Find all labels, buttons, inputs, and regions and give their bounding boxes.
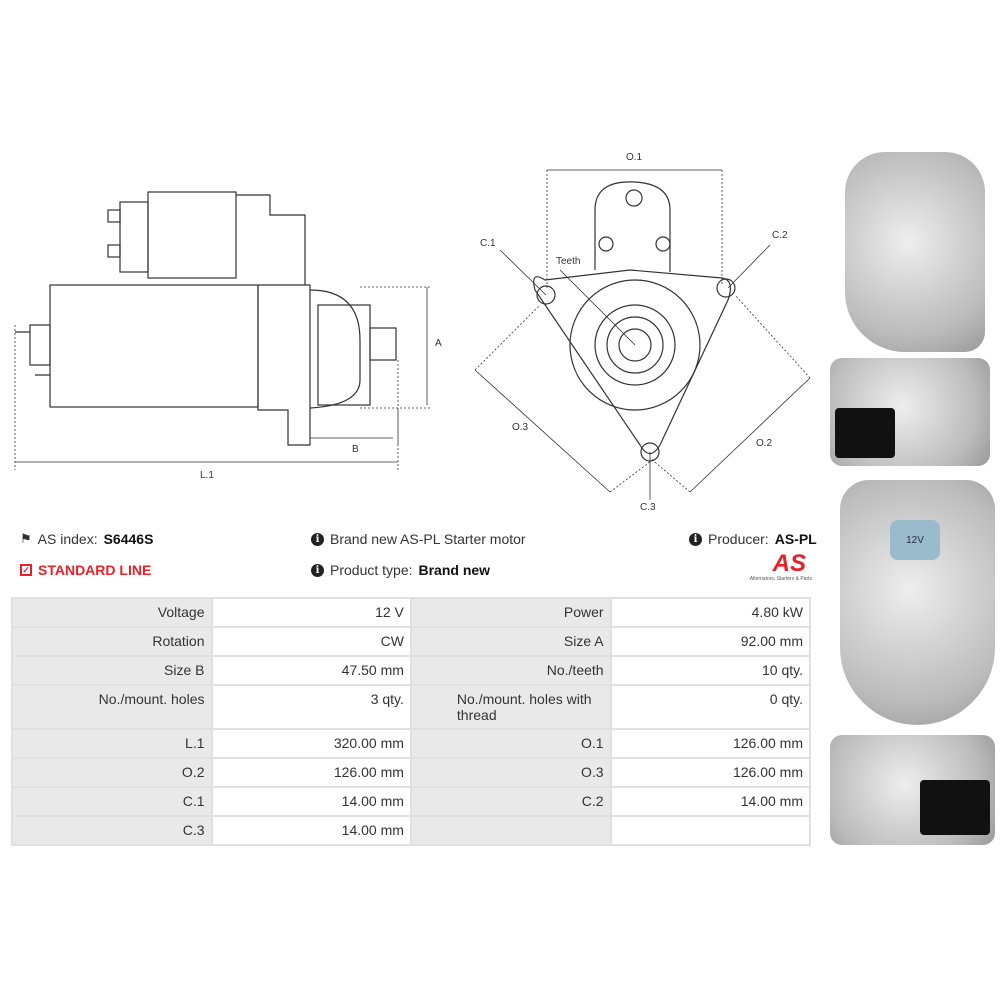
description-text: Brand new AS-PL Starter motor [330,531,526,547]
checkbox-icon: ✓ [20,564,32,576]
standard-line-text: STANDARD LINE [38,562,152,578]
as-index-label: AS index: [37,531,98,547]
spec-value: 14.00 mm [210,786,412,817]
spec-label: No./mount. holes with thread [409,684,612,730]
dim-label-o3: O.3 [512,422,529,433]
info-icon: i [311,532,324,546]
logo-text: AS [772,550,806,577]
spec-label: Power [409,597,612,628]
product-type: i Product type: Brand new [311,562,490,578]
spec-label: C.1 [11,786,213,817]
dim-label-c1: C.1 [480,238,496,249]
as-index-value: S6446S [103,531,154,547]
spec-label: O.2 [11,757,213,788]
spec-label [409,815,612,846]
dim-label-o2: O.2 [756,438,773,449]
info-icon: i [689,532,702,546]
product-photo-rear: 12V [840,480,995,725]
producer-value: AS-PL [774,531,817,547]
spec-value: 10 qty. [609,655,812,686]
dim-label-a: A [435,338,442,349]
spec-value: 14.00 mm [210,815,412,846]
description: i Brand new AS-PL Starter motor [311,531,526,547]
spec-label: No./teeth [409,655,612,686]
standard-line-badge: ✓ STANDARD LINE [20,562,151,578]
spec-label: Size A [409,626,612,657]
spec-value: 12 V [210,597,412,628]
solenoid-label: 12V [890,520,940,560]
dim-label-c2: C.2 [772,230,788,241]
spec-value: 126.00 mm [210,757,412,788]
as-pl-logo: AS Alternators, Starters & Parts [722,550,812,583]
dim-label-b: B [352,444,359,455]
spec-value: 0 qty. [609,684,812,730]
logo-tagline: Alternators, Starters & Parts [749,576,812,582]
dim-label-o1: O.1 [626,152,643,163]
spec-label: Voltage [11,597,213,628]
spec-value: 126.00 mm [609,728,812,759]
producer: i Producer: AS-PL [689,531,817,547]
spec-value [609,815,812,846]
product-photo-front [845,152,985,352]
product-photo-top [830,735,995,845]
spec-label: O.1 [409,728,612,759]
spec-value: 92.00 mm [609,626,812,657]
dim-label-l1: L.1 [200,470,214,481]
tag-icon: ⚑ [20,531,32,546]
spec-value: 3 qty. [210,684,412,730]
producer-label: Producer: [708,531,769,547]
spec-value: 14.00 mm [609,786,812,817]
spec-label: C.2 [409,786,612,817]
spec-value: 126.00 mm [609,757,812,788]
spec-label: C.3 [11,815,213,846]
dim-label-teeth: Teeth [556,256,580,267]
spec-value: 320.00 mm [210,728,412,759]
product-type-value: Brand new [418,562,491,578]
spec-label: Rotation [11,626,213,657]
product-photo-side [830,358,990,466]
dim-label-c3: C.3 [640,502,656,513]
spec-value: 47.50 mm [210,655,412,686]
spec-value: 4.80 kW [609,597,812,628]
side-view-drawing: L.1 B A [14,191,442,481]
spec-label: Size B [11,655,213,686]
spec-label: L.1 [11,728,213,759]
spec-label: No./mount. holes [11,684,213,730]
as-index: ⚑ AS index: S6446S [20,531,153,547]
spec-label: O.3 [409,757,612,788]
spec-value: CW [210,626,412,657]
info-icon: i [311,563,324,577]
product-type-label: Product type: [330,562,413,578]
front-view-drawing: O.1 C.1 C.2 Teeth O.3 O.2 C.3 [474,152,811,513]
